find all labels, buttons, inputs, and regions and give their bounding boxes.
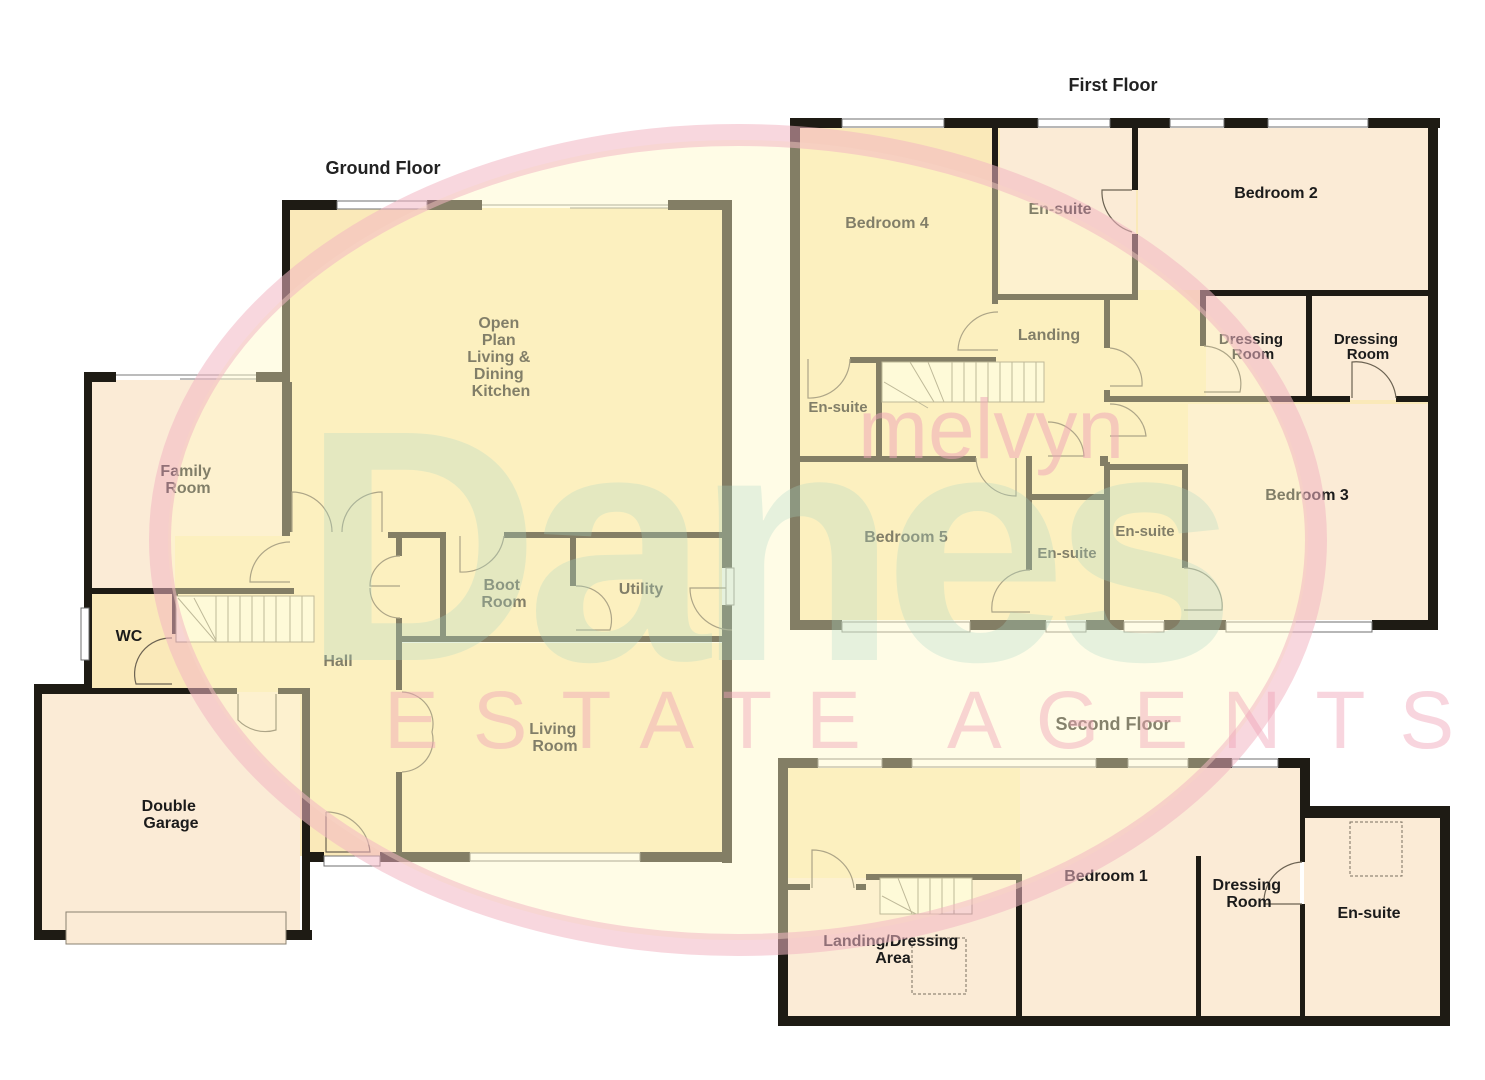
- room-label-double-garage: Double Garage: [142, 798, 201, 832]
- room-label-landing: Landing: [1018, 327, 1080, 344]
- room-label-wc: WC: [116, 628, 143, 645]
- ground-floor: Ground Floor: [34, 158, 735, 945]
- room-label-bedroom-2: Bedroom 2: [1234, 185, 1318, 202]
- room-label-hall: Hall: [323, 653, 352, 670]
- boot-utility-area: [400, 536, 722, 639]
- room-label-second-ensuite: En-suite: [1337, 905, 1400, 922]
- room-label-boot-room: Boot Room: [481, 577, 526, 611]
- room-label-family-room: Family Room: [160, 463, 215, 497]
- room-label-bedroom-1: Bedroom 1: [1064, 868, 1148, 885]
- room-label-ensuite-bed2: En-suite: [1028, 201, 1091, 218]
- room-label-dressing-room-2: Dressing Room: [1334, 331, 1402, 363]
- room-label-bedroom-5: Bedroom 5: [864, 529, 948, 546]
- bedroom-2-area: [1138, 128, 1428, 290]
- first-floor-title: First Floor: [1069, 75, 1158, 95]
- second-ensuite-area: [1304, 818, 1442, 1016]
- ground-floor-title: Ground Floor: [326, 158, 441, 178]
- second-floor: Second Floor: [778, 714, 1450, 1026]
- second-floor-title: Second Floor: [1055, 714, 1170, 734]
- skylight-outline: [1349, 821, 1403, 877]
- room-label-ensuite-bed5: En-suite: [1037, 545, 1096, 562]
- first-floor: First Floor: [790, 75, 1440, 633]
- room-label-bedroom-4: Bedroom 4: [845, 215, 929, 232]
- bedroom-3-area: [1188, 404, 1428, 620]
- room-label-ensuite-bed4: En-suite: [808, 399, 867, 416]
- room-label-ensuite-bed3: En-suite: [1115, 523, 1174, 540]
- room-label-utility: Utility: [619, 581, 664, 598]
- room-label-living-room: Living Room: [529, 721, 581, 755]
- room-label-bedroom-3: Bedroom 3: [1265, 487, 1349, 504]
